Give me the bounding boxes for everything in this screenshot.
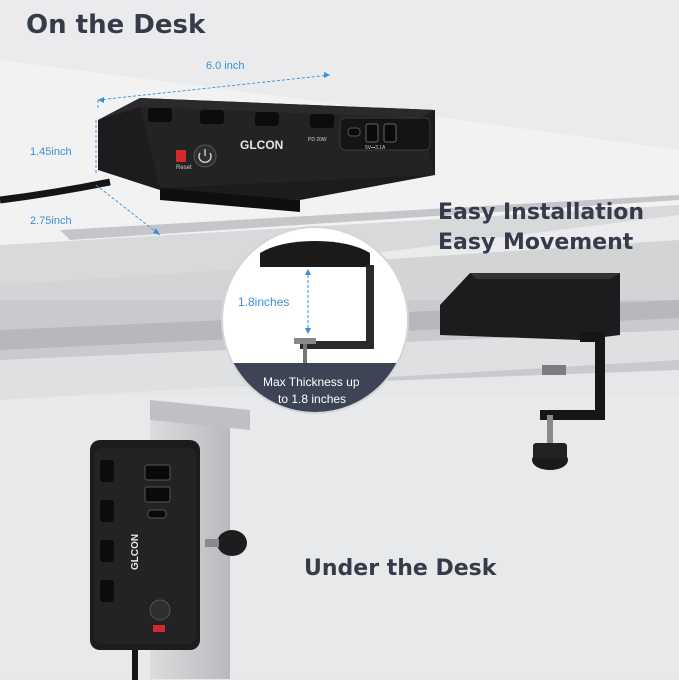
brand-logo-side: GLCON (130, 533, 141, 570)
dimension-lines (95, 72, 331, 236)
height-dimension: 1.45inch (30, 146, 72, 158)
length-dimension: 6.0 inch (206, 60, 245, 72)
usb-a-label: 5V⎓3.1A (365, 145, 386, 151)
brand-logo-top: GLCON (240, 138, 284, 152)
heading-easy-movement: Easy Movement (438, 230, 634, 255)
clamp-detail-circle (221, 226, 409, 414)
under-desk-power-strip (90, 440, 247, 680)
caption-line-2: to 1.8 inches (278, 392, 347, 406)
gap-label: 1.8inches (238, 295, 290, 309)
depth-dimension: 2.75inch (30, 215, 72, 227)
usb-c-label: PD 20W (308, 137, 327, 143)
clamp-bracket (440, 273, 620, 470)
heading-under-desk: Under the Desk (304, 556, 497, 581)
reset-switch (176, 150, 186, 162)
desk-power-strip (0, 98, 435, 212)
heading-on-desk: On the Desk (26, 10, 206, 40)
heading-easy-installation: Easy Installation (438, 200, 645, 225)
caption-line-1: Max Thickness up (263, 375, 360, 389)
reset-label: Reset (176, 165, 192, 171)
